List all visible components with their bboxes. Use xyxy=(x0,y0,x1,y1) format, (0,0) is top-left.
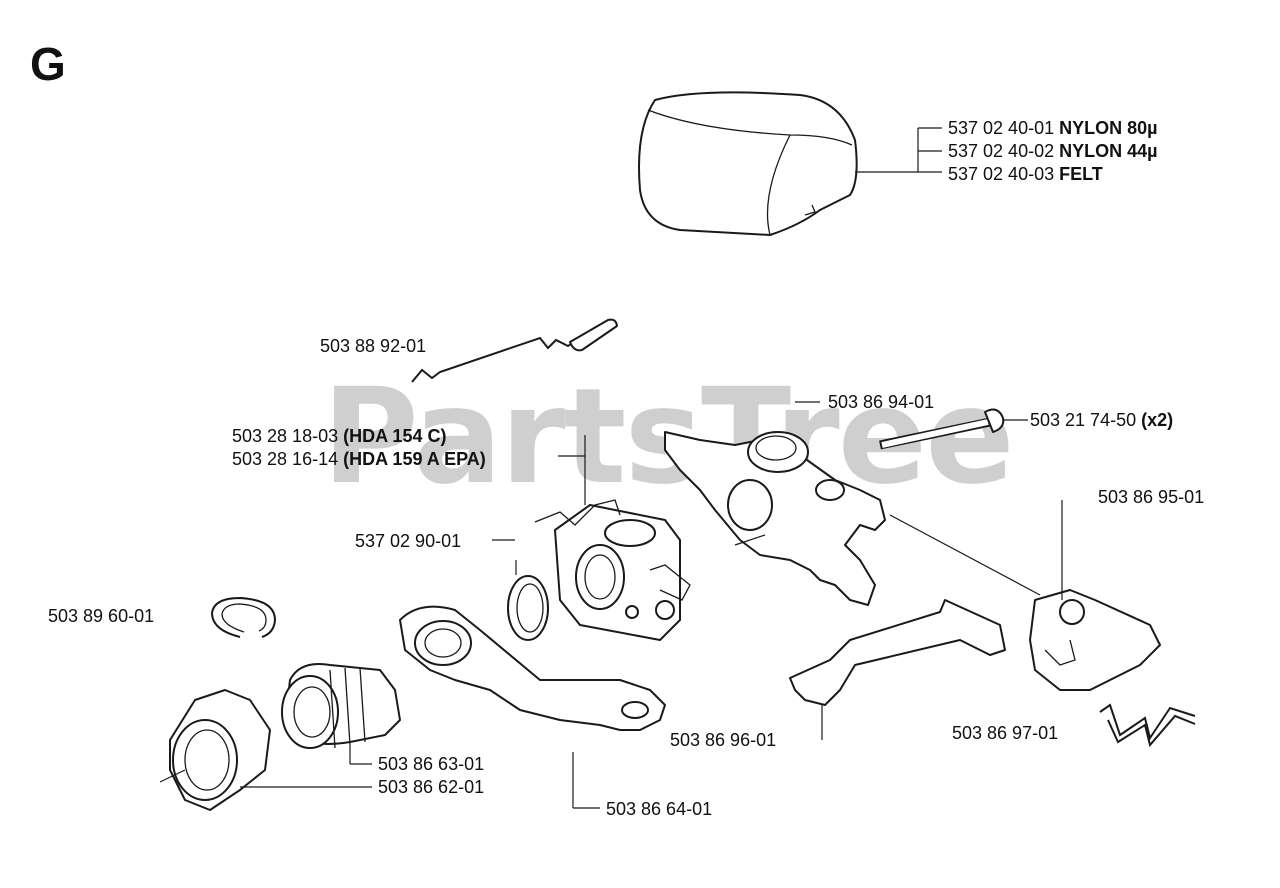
bolt-part xyxy=(879,408,1028,450)
boot-housing-part xyxy=(159,689,372,811)
part-number: 503 21 74-50 xyxy=(1030,410,1137,430)
part-description: (HDA 154 C) xyxy=(343,426,447,446)
label-spring-bracket: 503 86 97-01 xyxy=(952,723,1059,743)
label-carburetor-hda154: 503 28 18-03 (HDA 154 C) xyxy=(232,425,446,447)
part-description: NYLON 80µ xyxy=(1059,118,1158,138)
part-number: 537 02 40-02 xyxy=(948,141,1055,161)
circlip-part xyxy=(210,596,277,638)
part-description: (HDA 159 A EPA) xyxy=(343,449,486,469)
part-number: 503 28 18-03 xyxy=(232,426,339,446)
label-bolt: 503 21 74-50 (x2) xyxy=(1030,409,1173,431)
intake-flange-part xyxy=(399,605,666,809)
label-throttle-rod: 503 88 92-01 xyxy=(320,336,427,356)
right-bracket-part xyxy=(889,500,1161,691)
label-right-bracket: 503 86 95-01 xyxy=(1098,487,1205,507)
label-circlip: 503 89 60-01 xyxy=(48,606,155,626)
label-filter-nylon-44: 537 02 40-02 NYLON 44µ xyxy=(948,140,1158,162)
intake-boot-part xyxy=(281,663,401,765)
throttle-rod-part xyxy=(411,318,618,383)
part-description: FELT xyxy=(1059,164,1103,184)
air-filter-part xyxy=(638,91,858,236)
label-carb-gasket: 537 02 90-01 xyxy=(355,531,462,551)
part-number: 537 02 40-01 xyxy=(948,118,1055,138)
lever-part xyxy=(789,599,1006,740)
label-carburetor-hda159: 503 28 16-14 (HDA 159 A EPA) xyxy=(232,448,486,470)
part-description: NYLON 44µ xyxy=(1059,141,1158,161)
label-boot-housing: 503 86 62-01 xyxy=(378,777,485,797)
filter-leaders xyxy=(855,127,942,173)
spring-part xyxy=(1099,703,1196,748)
label-intake-boot: 503 86 63-01 xyxy=(378,754,485,774)
part-number: 537 02 40-03 xyxy=(948,164,1055,184)
label-insulator: 503 86 94-01 xyxy=(828,392,935,412)
insulator-part xyxy=(664,401,886,606)
section-letter: G xyxy=(30,38,66,90)
carburetor-part xyxy=(534,435,691,641)
label-intake-flange: 503 86 64-01 xyxy=(606,799,713,819)
part-quantity: (x2) xyxy=(1141,410,1174,430)
label-filter-nylon-80: 537 02 40-01 NYLON 80µ xyxy=(948,117,1158,139)
label-filter-felt: 537 02 40-03 FELT xyxy=(948,163,1103,185)
label-lever: 503 86 96-01 xyxy=(670,730,777,750)
carb-gasket-part xyxy=(492,539,549,641)
part-number: 503 28 16-14 xyxy=(232,449,339,469)
